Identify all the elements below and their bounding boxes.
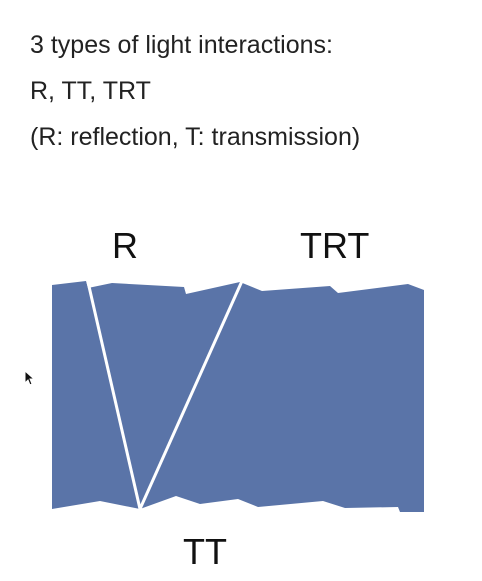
label-trt: TRT [300,225,370,266]
intro-line-2: R, TT, TRT [30,77,151,105]
label-r: R [112,225,138,266]
hair-fiber-body [52,281,424,512]
transmission-ray [138,280,244,510]
label-tt: TT [183,531,227,572]
intro-line-1: 3 types of light interactions: [30,31,333,59]
arrow-cursor-icon [24,370,36,386]
intro-line-3: (R: reflection, T: transmission) [30,123,361,151]
reflection-ray [86,281,142,510]
